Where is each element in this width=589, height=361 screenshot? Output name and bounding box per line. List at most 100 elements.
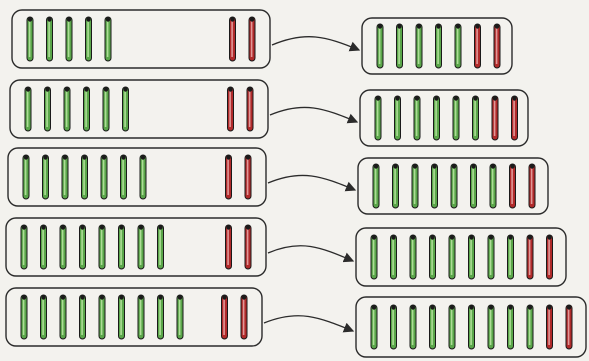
green-stick [60,225,66,269]
red-stick [228,87,234,131]
red-stick [510,164,516,208]
green-stick [373,164,379,208]
green-stick [377,24,383,68]
red-stick [475,24,481,68]
green-stick [375,96,381,140]
red-stick [245,155,251,199]
green-stick [119,225,125,269]
red-stick [222,295,228,339]
green-stick [453,96,459,140]
green-stick [410,235,416,279]
green-stick [371,305,377,349]
green-stick [430,305,436,349]
green-stick [158,295,164,339]
green-stick [414,96,420,140]
green-stick [21,295,27,339]
green-stick [508,235,514,279]
green-stick [105,17,111,61]
green-stick [123,87,129,131]
red-stick [245,225,251,269]
green-stick [393,164,399,208]
green-stick [469,305,475,349]
green-stick [86,17,92,61]
green-stick [449,235,455,279]
right-box-row-4 [356,228,566,286]
arrow-row-2 [270,107,357,122]
left-box-row-5 [6,288,262,346]
arrow-row-5 [264,316,353,331]
green-stick [45,87,51,131]
left-box-row-1 [12,10,270,68]
green-stick [508,305,514,349]
green-stick [80,225,86,269]
green-stick [397,24,403,68]
green-stick [436,24,442,68]
green-stick [410,305,416,349]
green-stick [138,225,144,269]
red-stick [527,235,533,279]
green-stick [119,295,125,339]
arrow-row-1 [272,37,359,50]
green-stick [177,295,183,339]
green-stick [471,164,477,208]
red-stick [226,225,232,269]
left-box-row-4 [6,218,266,276]
red-stick [494,24,500,68]
green-stick [473,96,479,140]
red-stick [566,305,572,349]
green-stick [488,235,494,279]
green-stick [158,225,164,269]
green-stick [140,155,146,199]
right-box-row-1 [362,18,512,74]
green-stick [371,235,377,279]
green-stick [99,225,105,269]
right-box-row-3 [358,158,548,214]
green-stick [25,87,31,131]
arrow-row-3 [268,175,355,190]
green-stick [138,295,144,339]
green-stick [41,295,47,339]
red-stick [241,295,247,339]
green-stick [60,295,66,339]
green-stick [99,295,105,339]
red-stick [247,87,253,131]
green-stick [432,164,438,208]
green-stick [469,235,475,279]
green-stick [82,155,88,199]
green-stick [527,305,533,349]
red-stick [230,17,236,61]
green-stick [64,87,70,131]
red-stick [547,305,553,349]
green-stick [416,24,422,68]
left-box-row-3 [8,148,266,206]
green-stick [391,305,397,349]
green-stick [41,225,47,269]
green-stick [121,155,127,199]
arrow-row-4 [268,246,353,261]
green-stick [43,155,49,199]
right-box-row-2 [360,90,528,146]
green-stick [84,87,90,131]
green-stick [47,17,53,61]
green-stick [80,295,86,339]
red-stick [226,155,232,199]
green-stick [434,96,440,140]
green-stick [23,155,29,199]
red-stick [529,164,535,208]
green-stick [412,164,418,208]
green-stick [430,235,436,279]
green-stick [395,96,401,140]
red-stick [512,96,518,140]
green-stick [101,155,107,199]
red-stick [547,235,553,279]
green-stick [490,164,496,208]
green-stick [27,17,33,61]
diagram-rows [6,10,586,357]
green-stick [391,235,397,279]
green-stick [488,305,494,349]
red-stick [492,96,498,140]
green-stick [449,305,455,349]
green-stick [66,17,72,61]
red-stick [249,17,255,61]
